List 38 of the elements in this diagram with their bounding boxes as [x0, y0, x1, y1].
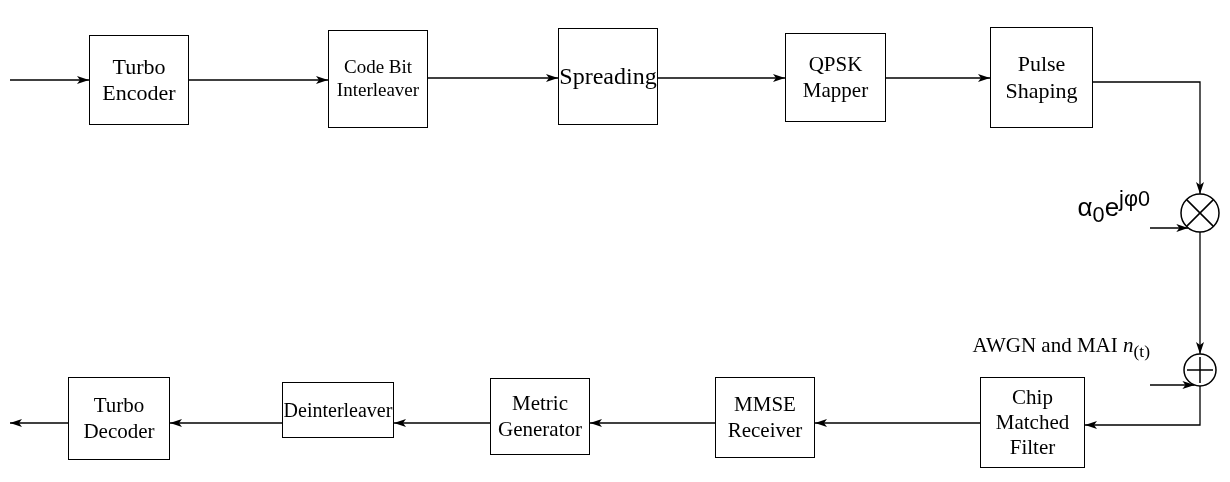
arrow [589, 419, 716, 427]
process-box [68, 377, 170, 460]
process-box [715, 377, 815, 458]
box-label: Code Bit Interleaver [335, 56, 421, 102]
signal-label: α$_{0}$e$^{jφ0}$ [1077, 186, 1150, 228]
adder-symbol [1183, 353, 1217, 387]
arrow [1092, 81, 1204, 195]
arrow [657, 74, 786, 82]
box-label: Deinterleaver [283, 398, 393, 422]
box-label: Pulse Shaping [1004, 51, 1079, 104]
multiplier-symbol [1180, 193, 1220, 233]
arrow [393, 419, 491, 427]
arrow [427, 74, 559, 82]
arrow [885, 74, 991, 82]
process-box [490, 378, 590, 455]
box-label: Turbo Encoder [101, 53, 177, 107]
process-box [785, 33, 886, 122]
box-label: QPSK Mapper [801, 52, 870, 103]
box-label: Chip Matched Filter [994, 384, 1071, 461]
process-box [282, 382, 394, 438]
process-box [89, 35, 189, 125]
arrow [814, 419, 981, 427]
box-label: Metric Generator [497, 391, 583, 442]
arrow [9, 76, 90, 84]
process-box [328, 30, 428, 128]
box-label: Spreading [559, 62, 657, 91]
box-label: Turbo Decoder [82, 393, 156, 444]
arrow [188, 76, 329, 84]
arrow [169, 419, 283, 427]
arrow [1196, 231, 1204, 355]
box-label: MMSE Receiver [726, 392, 804, 443]
arrow [1149, 224, 1189, 232]
process-box [990, 27, 1093, 128]
process-box [558, 28, 658, 125]
process-box [980, 377, 1085, 468]
arrow [1084, 385, 1201, 429]
signal-label: AWGN and MAI n$_{(t)}$ [972, 333, 1150, 363]
arrow [9, 419, 69, 427]
